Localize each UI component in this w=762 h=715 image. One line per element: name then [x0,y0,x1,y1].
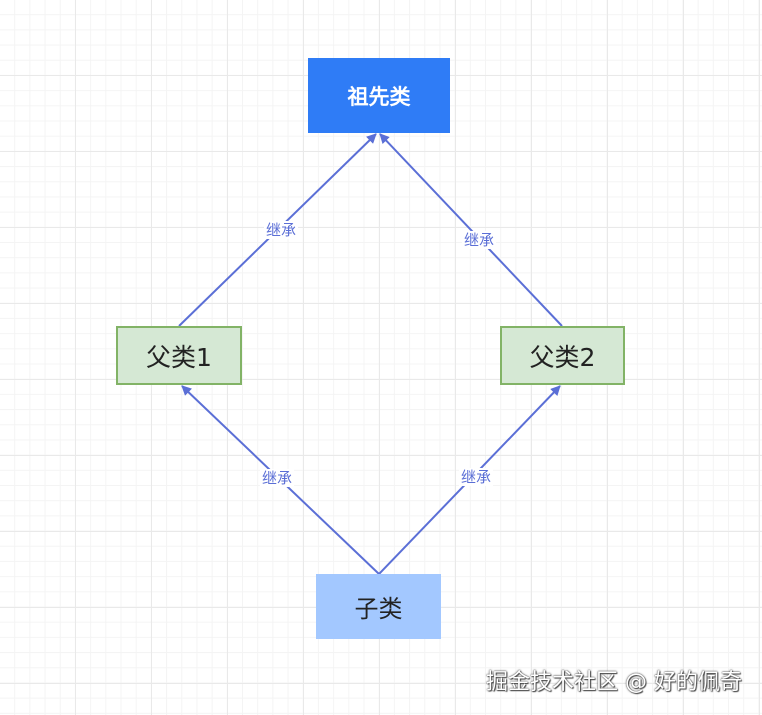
parent-class-2-label: 父类2 [529,342,596,372]
edge-label-child-parent1: 继承 [259,469,295,487]
edge-label-parent1-ancestor: 继承 [263,221,299,239]
watermark-text: 掘金技术社区 @ 好的佩奇 [486,670,742,695]
parent-class-2-node[interactable]: 父类2 [500,326,625,385]
ancestor-class-node[interactable]: 祖先类 [308,58,450,133]
ancestor-class-label: 祖先类 [347,84,411,109]
child-class-label: 子类 [354,595,403,623]
parent-class-1-label: 父类1 [146,342,212,372]
edge-label-child-parent2: 继承 [458,468,494,486]
parent-class-1-node[interactable]: 父类1 [116,326,242,385]
edge-parent2-to-ancestor [379,133,563,327]
child-class-node[interactable]: 子类 [316,574,441,639]
edge-label-parent2-ancestor: 继承 [461,231,497,249]
